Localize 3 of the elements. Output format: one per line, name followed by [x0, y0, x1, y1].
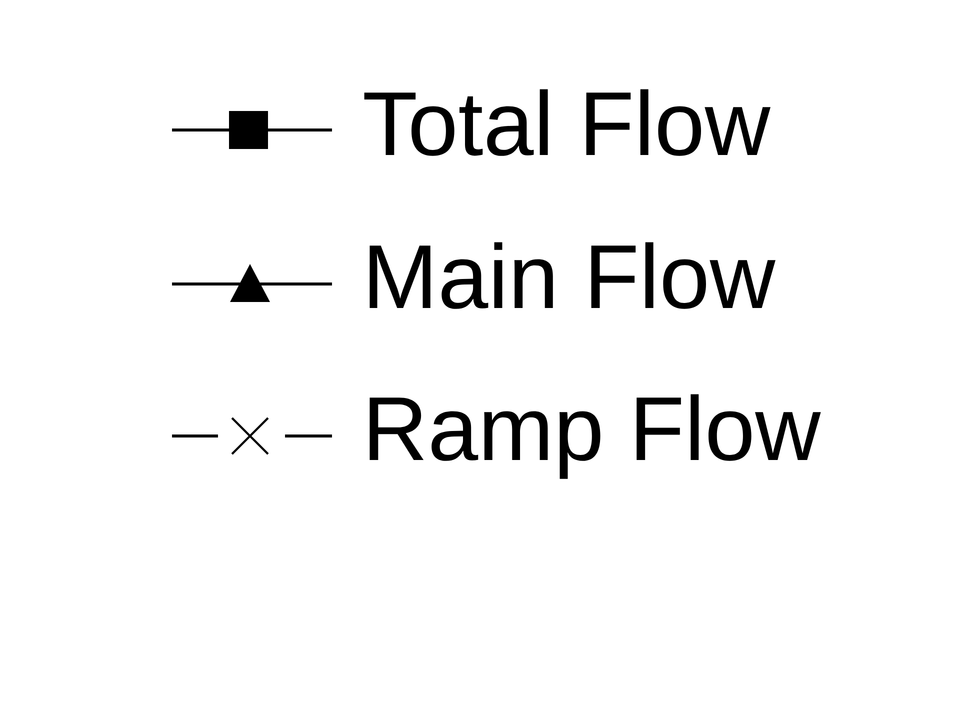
- legend-label: Total Flow: [364, 89, 770, 156]
- legend-label: Main Flow: [370, 242, 776, 309]
- legend-label: Ramp Flow: [370, 394, 821, 479]
